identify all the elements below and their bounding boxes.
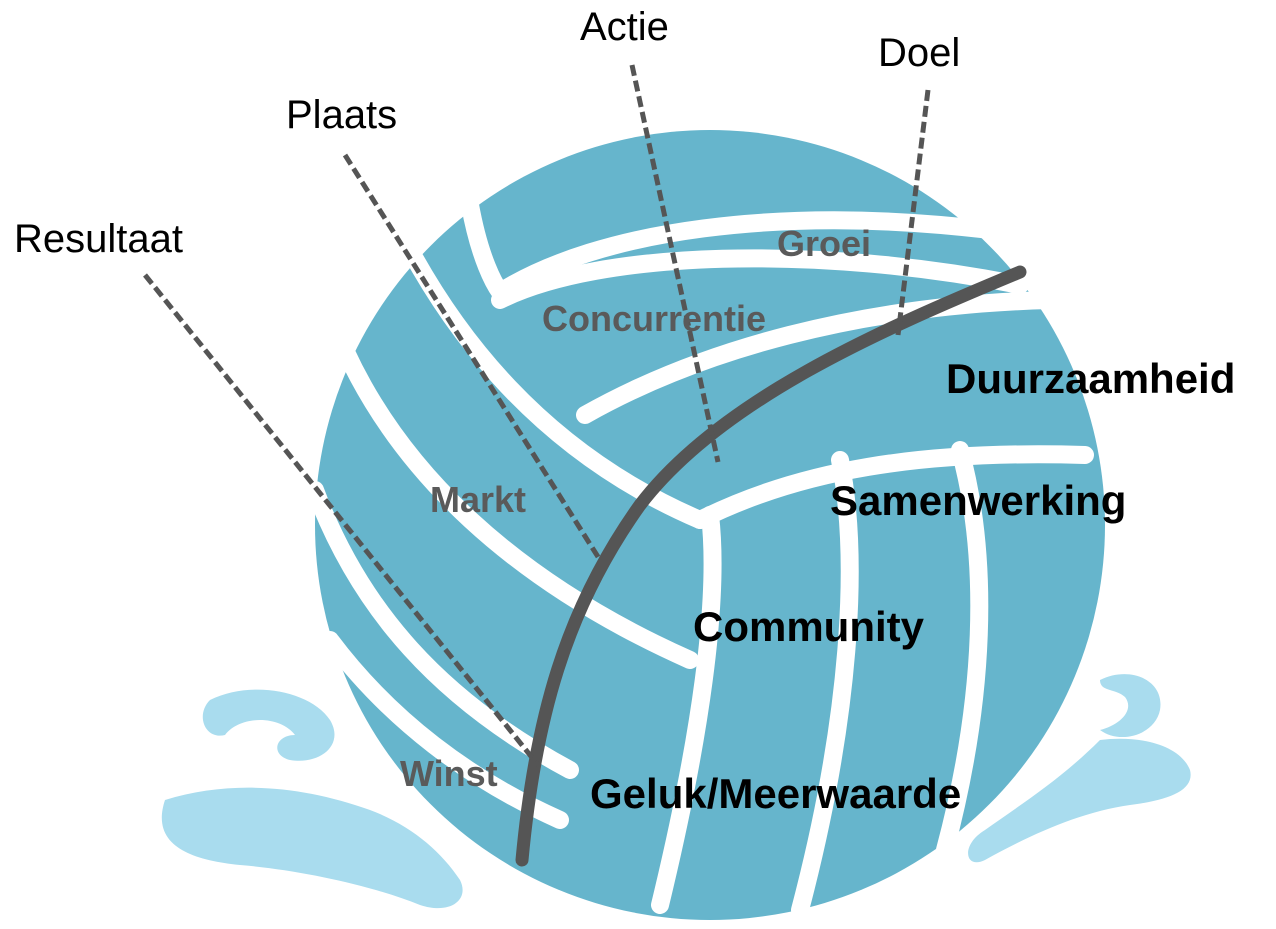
splash-left: [161, 787, 463, 909]
divider-curve: [515, 265, 1027, 867]
pointer-resultaat: [143, 273, 540, 767]
seam-vert-3: [936, 441, 989, 859]
seam-left-2: [336, 341, 699, 669]
splash-right: [968, 738, 1191, 863]
seam-top-1: [461, 196, 999, 305]
label-duurzaamheid: Duurzaamheid: [946, 355, 1235, 402]
label-winst: Winst: [400, 753, 498, 794]
label-plaats: Plaats: [286, 93, 397, 137]
label-actie: Actie: [580, 5, 669, 49]
seam-top-3: [576, 291, 1059, 424]
pointer-lines: [143, 64, 931, 767]
label-doel: Doel: [878, 31, 960, 75]
seam-right-1: [691, 445, 1094, 529]
label-markt: Markt: [430, 479, 526, 520]
label-geluk: Geluk/Meerwaarde: [590, 770, 961, 817]
label-resultaat: Resultaat: [14, 217, 183, 261]
pointer-actie: [629, 64, 721, 463]
label-concurrentie: Concurrentie: [542, 298, 766, 339]
seam-top-2: [491, 249, 1029, 309]
water-splash: [161, 674, 1191, 909]
ball: [306, 130, 1105, 920]
seam-vert-1: [651, 506, 722, 914]
label-groei: Groei: [777, 223, 871, 264]
seam-vert-2: [791, 451, 859, 919]
label-community: Community: [693, 603, 925, 650]
label-samenwerking: Samenwerking: [830, 477, 1126, 524]
pointer-doel: [895, 89, 931, 336]
splash-right-curl: [1100, 674, 1161, 738]
splash-left-curl: [202, 689, 335, 761]
